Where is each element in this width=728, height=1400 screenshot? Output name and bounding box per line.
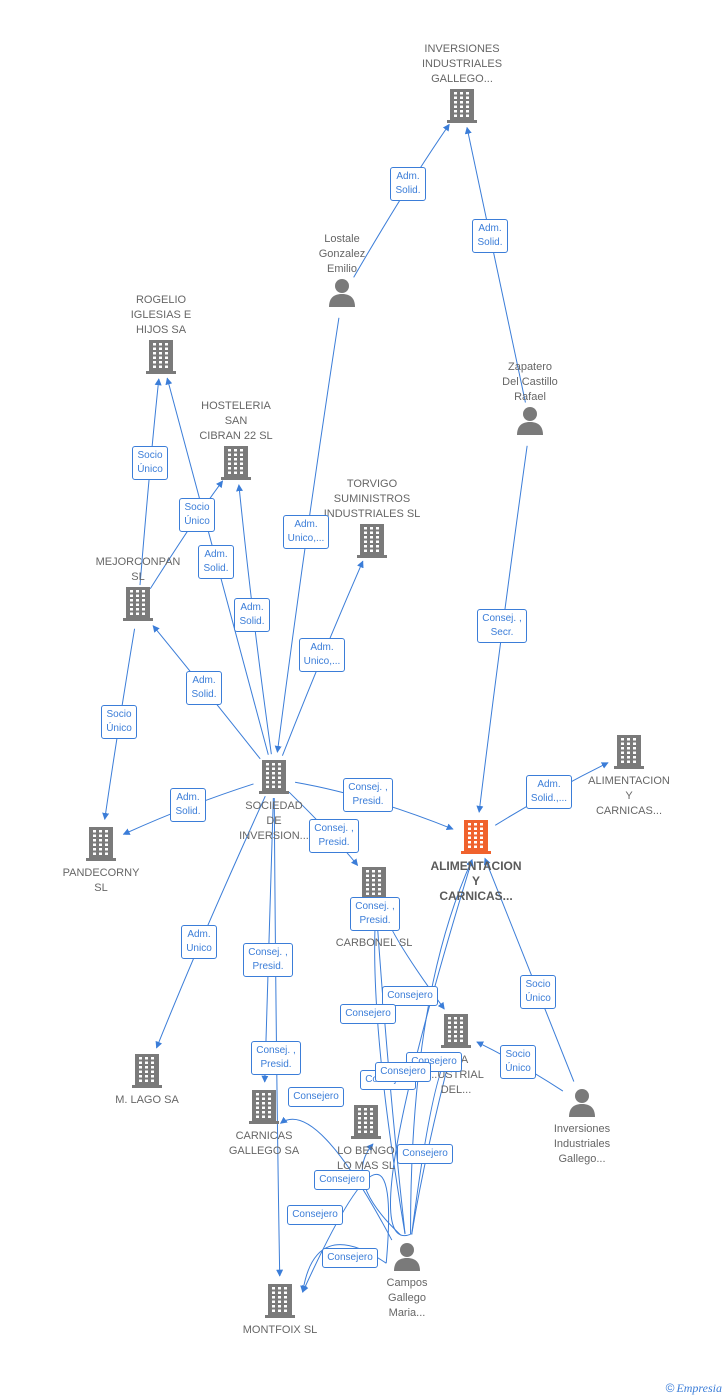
building-icon [249,1088,279,1129]
node-pandecorny[interactable]: PANDECORNY SL [31,825,171,896]
edge-label[interactable]: Adm. Unico [181,925,217,959]
edge-label[interactable]: Consejero [382,986,438,1006]
edge-label[interactable]: Consej. , Presid. [343,778,393,812]
building-icon [86,825,116,866]
edge-label[interactable]: Consejero [288,1087,344,1107]
node-label: M. LAGO SA [115,1094,179,1106]
building-icon [221,444,251,485]
building-icon [146,338,176,379]
node-label: SOCIEDAD DE INVERSION... [239,800,309,842]
edge-label[interactable]: Socio Único [101,705,137,739]
edge-campos-to-montfoix [302,1173,390,1293]
node-label: ALIMENTACION Y CARNICAS... [588,775,670,817]
building-icon [351,1103,381,1144]
person-icon [392,1241,422,1276]
edge-label[interactable]: Adm. Unico,... [282,515,330,549]
edge-label[interactable]: Consejero [322,1248,378,1268]
node-lostale[interactable]: Lostale Gonzalez Emilio [272,232,412,312]
node-label: PANDECORNY SL [62,867,140,894]
edge-label[interactable]: Adm. Solid. [186,671,222,705]
edge-label[interactable]: Consej. , Presid. [309,819,359,853]
edge-label[interactable]: Consejero [287,1205,343,1225]
edge-label[interactable]: Consej. , Presid. [350,897,400,931]
node-alimentacion_main[interactable]: ALIMENTACION Y CARNICAS... [406,818,546,904]
node-label: CARNICAS GALLEGO SA [228,1130,300,1157]
edge-label[interactable]: Consej. , Presid. [251,1041,301,1075]
edge-label[interactable]: Adm. Solid. [198,545,234,579]
node-hosteleria[interactable]: HOSTELERIA SAN CIBRAN 22 SL [166,399,306,485]
building-icon [441,1012,471,1053]
edge-label[interactable]: Socio Único [500,1045,536,1079]
edge-label[interactable]: Socio Único [520,975,556,1009]
edge-label[interactable]: Consejero [375,1062,431,1082]
node-montfoix[interactable]: MONTFOIX SL [210,1282,350,1338]
node-label: HOSTELERIA SAN CIBRAN 22 SL [199,400,273,442]
node-label: Zapatero Del Castillo Rafael [502,361,558,403]
person-icon [567,1087,597,1122]
person-icon [327,277,357,312]
edge-label[interactable]: Adm. Unico,... [298,638,346,672]
node-sociedad[interactable]: SOCIEDAD DE INVERSION... [204,758,344,844]
node-campos[interactable]: Campos Gallego Maria... [337,1241,477,1321]
building-icon [461,818,491,859]
edge-label[interactable]: Consej. , Presid. [243,943,293,977]
node-lobengo[interactable]: LO BENGO LO MAS SL [296,1103,436,1174]
node-inversiones_ind_gallego[interactable]: INVERSIONES INDUSTRIALES GALLEGO... [392,42,532,128]
brand-logo: Empresia [676,1381,722,1395]
node-label: MONTFOIX SL [242,1324,318,1336]
node-zapatero[interactable]: Zapatero Del Castillo Rafael [460,360,600,440]
edge-label[interactable]: Adm. Solid. [234,598,270,632]
node-label: ROGELIO IGLESIAS E HIJOS SA [130,294,192,336]
node-rogelio[interactable]: ROGELIO IGLESIAS E HIJOS SA [91,293,231,379]
edge-label[interactable]: Socio Único [132,446,168,480]
edge-label[interactable]: Adm. Solid.,... [525,775,573,809]
node-label: INVERSIONES INDUSTRIALES GALLEGO... [421,43,503,85]
edge-label[interactable]: Consejero [397,1144,453,1164]
node-torvigo[interactable]: TORVIGO SUMINISTROS INDUSTRIALES SL [302,477,442,563]
edge-campos-to-alimentacion_main [390,859,474,1237]
edge-label[interactable]: Adm. Solid. [390,167,426,201]
node-label: Lostale Gonzalez Emilio [318,233,366,275]
node-inversiones_person[interactable]: Inversiones Industriales Gallego... [512,1087,652,1167]
edge-label[interactable]: Socio Único [179,498,215,532]
node-label: ALIMENTACION Y CARNICAS... [430,859,522,903]
node-label: LO BENGO LO MAS SL [336,1145,396,1172]
building-icon [123,585,153,626]
building-icon [357,522,387,563]
edge-campos-to-carbonel [372,906,406,1235]
node-label: MEJORCONPAN SL [95,556,181,583]
building-icon [132,1052,162,1093]
person-icon [515,405,545,440]
edge-campos-to-carnicas_gallego [279,1116,393,1241]
edge-label[interactable]: Consej. , Secr. [477,609,527,643]
building-icon [259,758,289,799]
edge-label[interactable]: Consejero [314,1170,370,1190]
node-alimentacion_right[interactable]: ALIMENTACION Y CARNICAS... [559,733,699,819]
node-mlago[interactable]: M. LAGO SA [77,1052,217,1108]
building-icon [614,733,644,774]
node-mejorconpan[interactable]: MEJORCONPAN SL [68,555,208,626]
footer-brand: ©Empresia [666,1381,722,1396]
node-label: Campos Gallego Maria... [386,1277,428,1319]
edge-label[interactable]: Adm. Solid. [472,219,508,253]
node-carnicas_gallego[interactable]: CARNICAS GALLEGO SA [194,1088,334,1159]
edge-label[interactable]: Consejero [340,1004,396,1024]
copyright-symbol: © [665,1381,675,1395]
building-icon [265,1282,295,1323]
node-label: Inversiones Industriales Gallego... [553,1123,611,1165]
edge-label[interactable]: Adm. Solid. [170,788,206,822]
edge-sociedad-to-montfoix [273,797,284,1277]
node-label: TORVIGO SUMINISTROS INDUSTRIALES SL [323,478,421,520]
building-icon [447,87,477,128]
